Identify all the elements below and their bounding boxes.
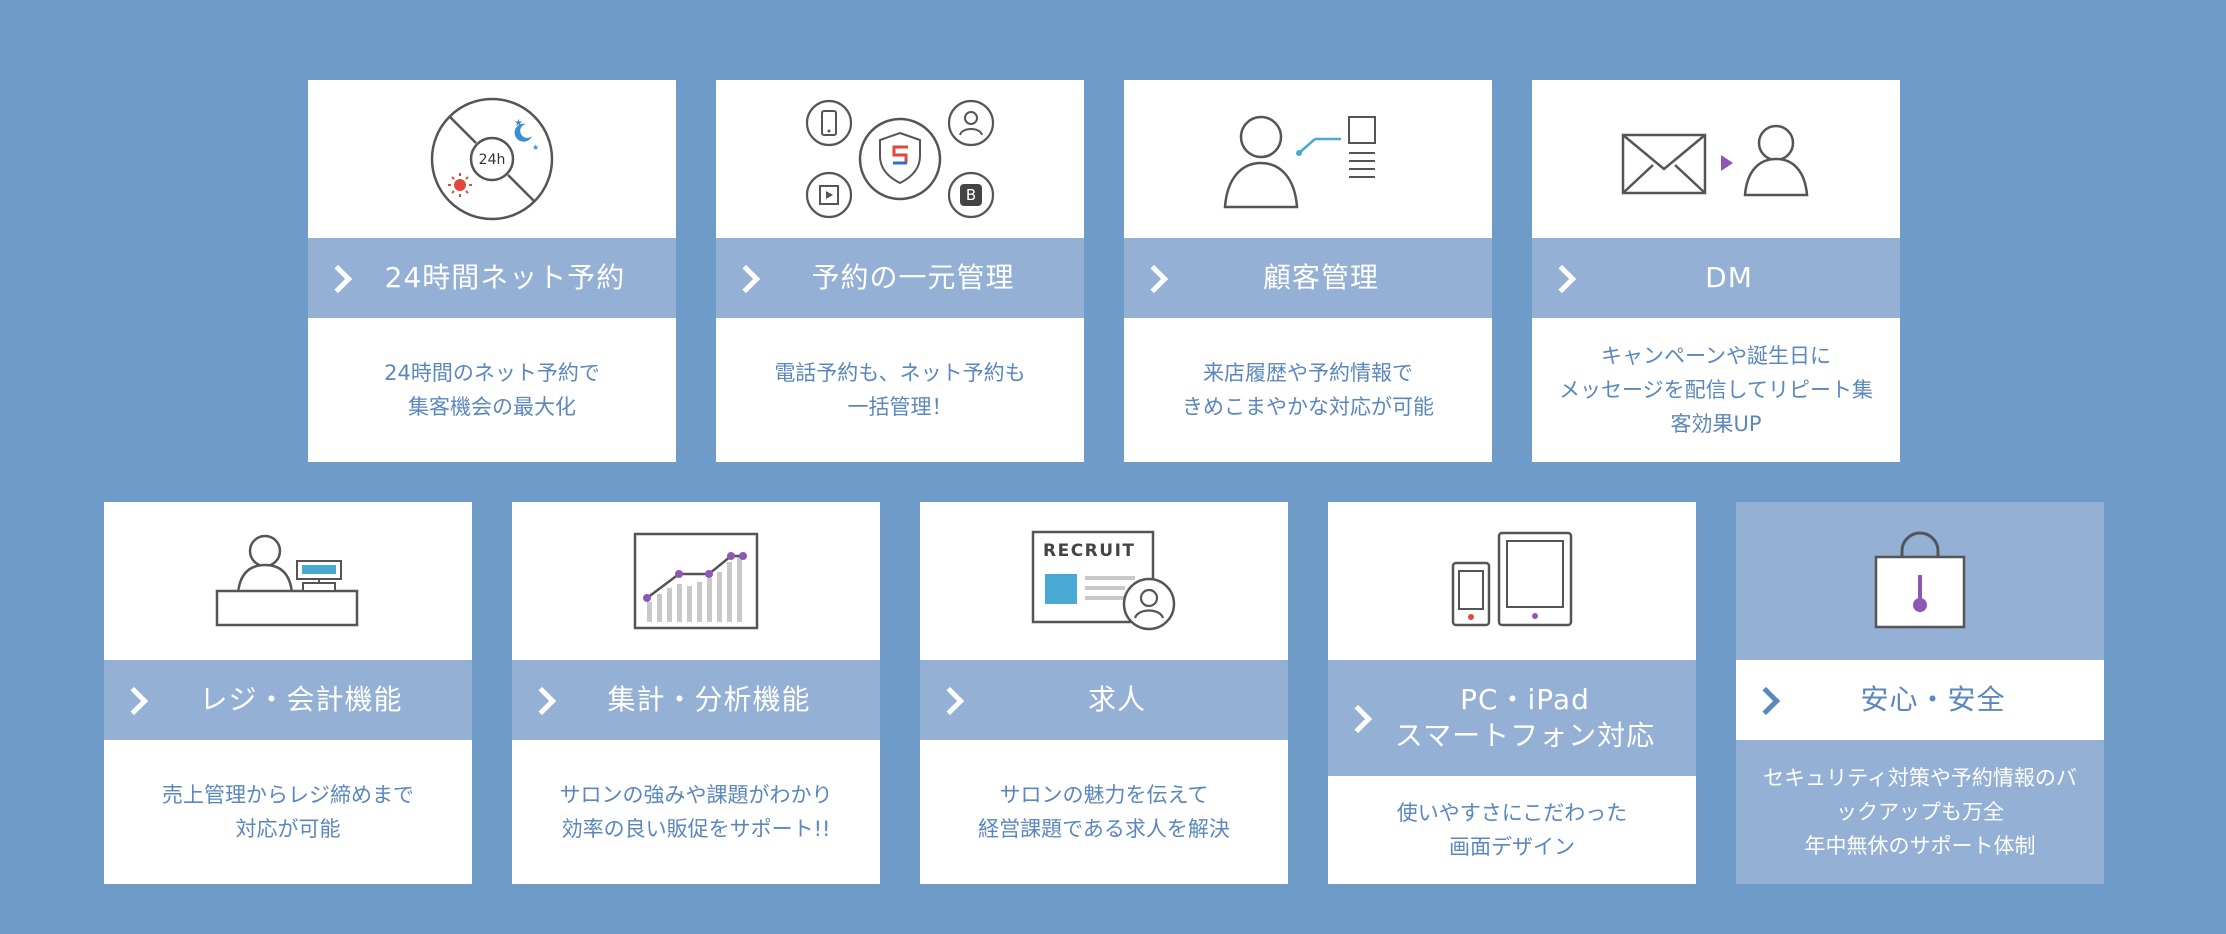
feature-title-band[interactable]: 安心・安全 [1736, 660, 2104, 740]
feature-card-devices[interactable]: PC・iPad スマートフォン対応 使いやすさにこだわった 画面デザイン [1328, 502, 1696, 884]
recruit-label: RECRUIT [1043, 541, 1136, 561]
svg-text:B: B [966, 186, 976, 204]
mail-to-customer-icon [1532, 80, 1900, 238]
feature-title: DM [1705, 261, 1753, 294]
padlock-icon [1736, 502, 2104, 660]
feature-title-band[interactable]: 予約の一元管理 [716, 238, 1084, 318]
chevron-right-icon [1751, 686, 1781, 716]
feature-title-band[interactable]: PC・iPad スマートフォン対応 [1328, 660, 1696, 776]
feature-card-dm[interactable]: DM キャンペーンや誕生日に メッセージを配信してリピート集 客効果UP [1532, 80, 1900, 462]
analytics-chart-icon [512, 502, 880, 660]
customer-profile-icon [1124, 80, 1492, 238]
feature-title: 24時間ネット予約 [384, 261, 626, 294]
feature-title-band[interactable]: 顧客管理 [1124, 238, 1492, 318]
chevron-right-icon [1139, 264, 1169, 294]
feature-description: 24時間のネット予約で 集客機会の最大化 [384, 361, 600, 419]
feature-title-band[interactable]: レジ・会計機能 [104, 660, 472, 740]
feature-title-band[interactable]: DM [1532, 238, 1900, 318]
chevron-right-icon [1547, 264, 1577, 294]
feature-title: 予約の一元管理 [811, 261, 1015, 294]
feature-card-register[interactable]: レジ・会計機能 売上管理からレジ締めまで 対応が可能 [104, 502, 472, 884]
svg-text:★: ★ [514, 118, 523, 129]
feature-description: 売上管理からレジ締めまで 対応が可能 [162, 783, 414, 841]
unified-booking-icon: B [716, 80, 1084, 238]
feature-description: 来店履歴や予約情報で きめこまやかな対応が可能 [1182, 361, 1434, 419]
feature-title: 顧客管理 [1262, 261, 1379, 294]
feature-card-customer-management[interactable]: 顧客管理 来店履歴や予約情報で きめこまやかな対応が可能 [1124, 80, 1492, 462]
feature-card-security[interactable]: 安心・安全 セキュリティ対策や予約情報のバ ックアップも万全 年中無休のサポート… [1736, 502, 2104, 884]
recruit-document-icon: RECRUIT [920, 502, 1288, 660]
feature-card-recruit[interactable]: RECRUIT 求人 サロンの魅力を伝えて 経営課題である求人を解決 [920, 502, 1288, 884]
feature-title-band[interactable]: 24時間ネット予約 [308, 238, 676, 318]
cash-register-icon [104, 502, 472, 660]
feature-title: PC・iPad スマートフォン対応 [1394, 683, 1656, 752]
feature-description: 電話予約も、ネット予約も 一括管理！ [774, 361, 1026, 419]
feature-title-band[interactable]: 求人 [920, 660, 1288, 740]
svg-text:24h: 24h [479, 152, 506, 168]
feature-description: サロンの魅力を伝えて 経営課題である求人を解決 [978, 783, 1230, 841]
feature-description: 使いやすさにこだわった 画面デザイン [1396, 801, 1628, 859]
feature-card-24h-booking[interactable]: 24h ★ ★ 24時間ネット予約 24時間のネット予約で 集客機会の最大化 [308, 80, 676, 462]
24h-clock-icon: 24h ★ ★ [308, 80, 676, 238]
feature-title: レジ・会計機能 [199, 683, 403, 716]
feature-title-band[interactable]: 集計・分析機能 [512, 660, 880, 740]
feature-description: キャンペーンや誕生日に メッセージを配信してリピート集 客効果UP [1559, 344, 1873, 436]
feature-title: 求人 [1087, 683, 1146, 716]
feature-description: セキュリティ対策や予約情報のバ ックアップも万全 年中無休のサポート体制 [1763, 766, 2077, 858]
feature-title: 集計・分析機能 [607, 683, 811, 716]
chevron-right-icon [935, 686, 965, 716]
feature-title: 安心・安全 [1860, 683, 2006, 716]
devices-icon [1328, 502, 1696, 660]
svg-text:★: ★ [532, 143, 539, 152]
feature-card-analytics[interactable]: 集計・分析機能 サロンの強みや課題がわかり 効率の良い販促をサポート!! [512, 502, 880, 884]
feature-description: サロンの強みや課題がわかり 効率の良い販促をサポート!! [559, 783, 833, 841]
feature-card-unified-booking[interactable]: B 予約の一元管理 電話予約も、ネット予約も 一括管理！ [716, 80, 1084, 462]
